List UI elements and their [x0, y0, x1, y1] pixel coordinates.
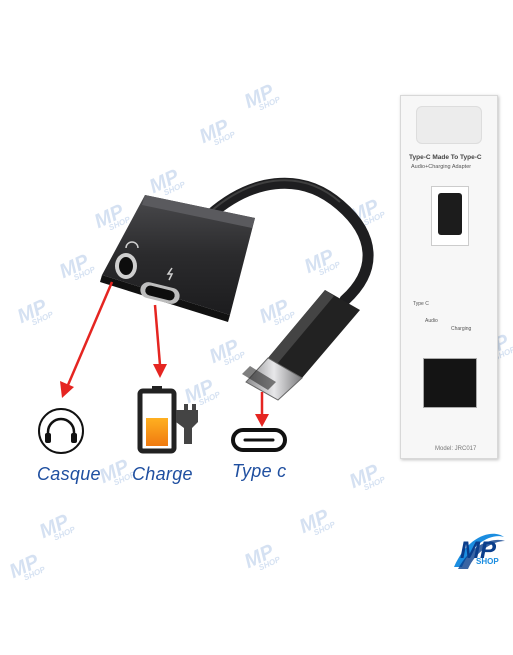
- battery-charging-icon: [137, 386, 198, 454]
- box-diagram-label-left: Type C: [413, 301, 429, 307]
- usb-c-port-icon: [231, 428, 287, 452]
- charge-label: Charge: [132, 464, 193, 484]
- casque-label: Casque: [37, 464, 101, 484]
- box-diagram-label-charging: Charging: [451, 326, 472, 332]
- arrow-to-charge: [153, 304, 167, 378]
- box-model: Model: JRC017: [435, 446, 477, 452]
- box-title: Type-C Made To Type-C: [409, 154, 482, 161]
- adapter-body: [100, 195, 255, 322]
- mp-shop-logo: MP SHOP: [448, 525, 508, 575]
- box-product-photo: [431, 186, 469, 246]
- arrow-to-type-c: [255, 392, 269, 427]
- cable: [204, 177, 374, 306]
- usb-c-plug: [242, 290, 360, 401]
- box-subtitle: Audio+Charging Adapter: [411, 164, 472, 170]
- headphone-icon: [38, 408, 84, 454]
- box-diagram-label-audio: Audio: [425, 318, 438, 324]
- arrow-to-casque: [60, 281, 114, 398]
- product-box: Type-C Made To Type-C Audio+Charging Ada…: [400, 95, 498, 459]
- type-c-label: Type c: [232, 461, 287, 481]
- box-window-top: [416, 106, 482, 144]
- box-product-window: [423, 358, 477, 408]
